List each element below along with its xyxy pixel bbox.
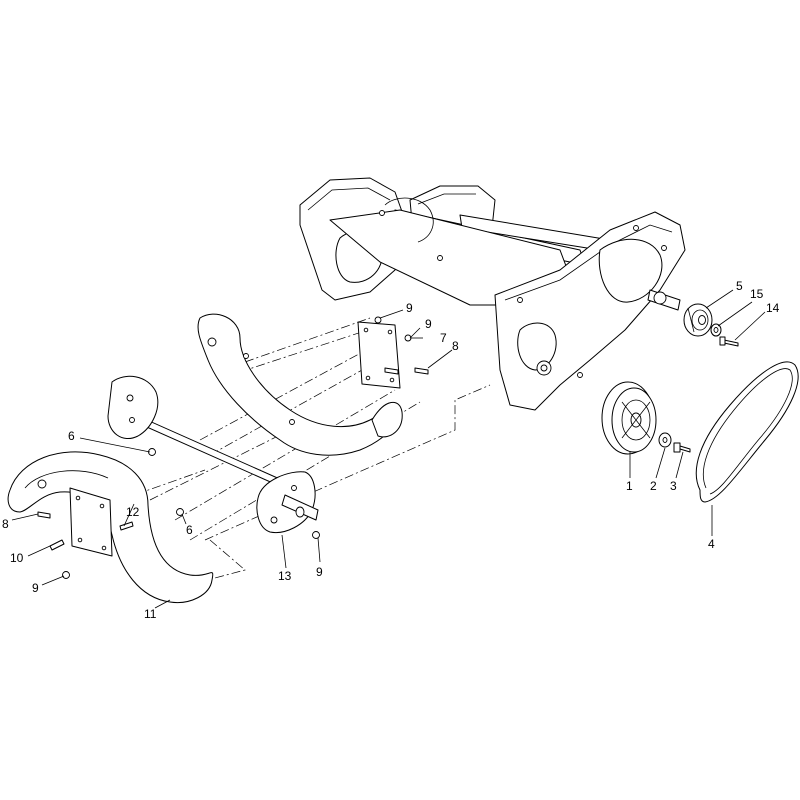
callout-10: 10 bbox=[10, 551, 24, 565]
bolt-3 bbox=[673, 442, 691, 453]
callout-13: 13 bbox=[278, 569, 292, 583]
hardware bbox=[37, 367, 429, 579]
callout-3: 3 bbox=[670, 479, 677, 493]
callout-8a: 8 bbox=[452, 339, 459, 353]
leader-lines bbox=[11, 289, 766, 609]
upper-auger-flight bbox=[197, 313, 403, 456]
washer-15 bbox=[710, 323, 722, 337]
callout-5: 5 bbox=[736, 279, 743, 293]
callout-11: 11 bbox=[144, 607, 157, 621]
callout-9a: 9 bbox=[406, 301, 413, 315]
callout-2: 2 bbox=[650, 479, 657, 493]
small-pulley bbox=[683, 303, 713, 337]
drive-belt bbox=[695, 361, 799, 503]
callout-8b: 8 bbox=[2, 517, 9, 531]
callout-6a: 6 bbox=[68, 429, 75, 443]
callout-6b: 6 bbox=[186, 523, 193, 537]
callout-labels: 1 2 3 4 5 6 6 7 8 8 9 9 9 9 10 11 12 13 … bbox=[2, 279, 780, 621]
callout-9d: 9 bbox=[32, 581, 39, 595]
main-frame bbox=[299, 177, 686, 411]
callout-14: 14 bbox=[766, 301, 780, 315]
callout-15: 15 bbox=[750, 287, 764, 301]
callout-7: 7 bbox=[440, 331, 447, 345]
callout-1: 1 bbox=[626, 479, 633, 493]
large-pulley bbox=[601, 381, 657, 455]
callout-9c: 9 bbox=[316, 565, 323, 579]
assembly-guide-lines bbox=[119, 317, 491, 591]
bolt-14 bbox=[719, 336, 739, 347]
bearing-plate-13 bbox=[256, 471, 319, 534]
callout-9b: 9 bbox=[425, 317, 432, 331]
callout-12: 12 bbox=[126, 505, 140, 519]
mounting-plate-7 bbox=[357, 316, 412, 389]
callout-4: 4 bbox=[708, 537, 715, 551]
mounting-plate-lower bbox=[69, 487, 113, 557]
washer-2 bbox=[658, 432, 672, 448]
